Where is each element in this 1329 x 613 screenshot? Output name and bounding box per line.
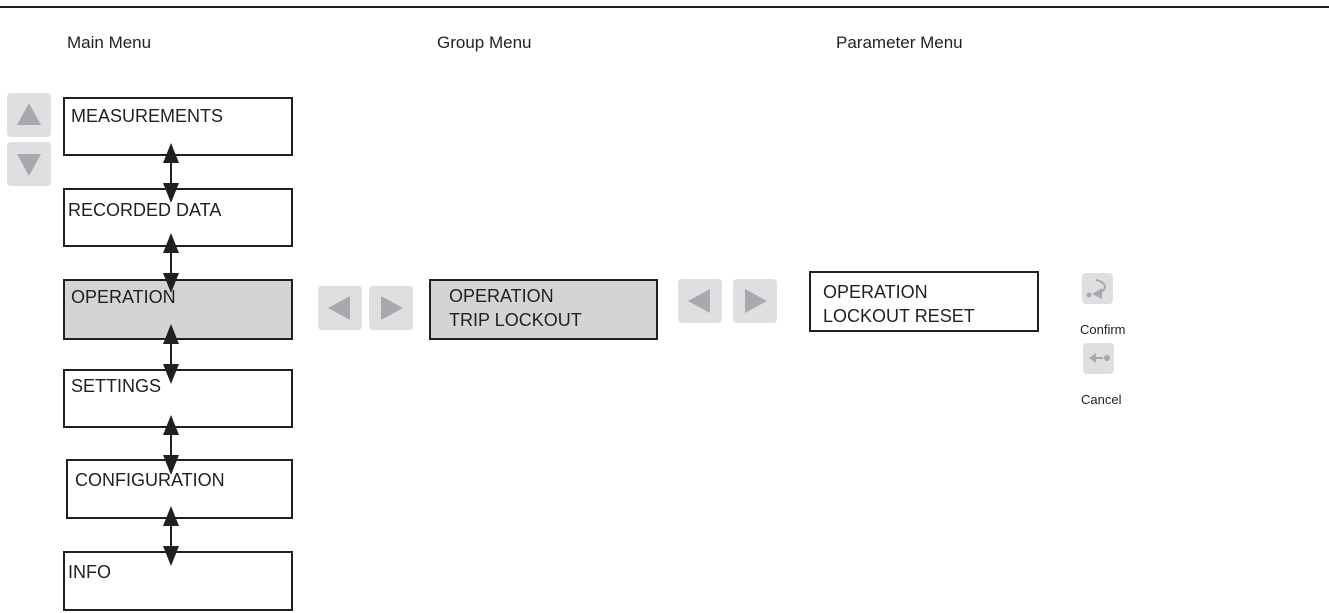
right-button[interactable] [369,286,413,330]
down-button[interactable] [7,142,51,186]
main-menu-item-measurements[interactable]: MEASUREMENTS [63,97,293,156]
menu-item-label: RECORDED DATA [68,200,222,220]
updown-connector-icon [161,143,181,203]
group-menu-line-2: TRIP LOCKOUT [449,310,582,330]
parameter-menu-heading: Parameter Menu [836,33,963,52]
cancel-label: Cancel [1081,392,1122,407]
group-menu-heading: Group Menu [437,33,532,52]
main-menu-item-recorded-data[interactable]: RECORDED DATA [63,188,293,247]
confirm-button[interactable] [1082,273,1113,304]
main-menu-heading: Main Menu [67,33,152,52]
up-button[interactable] [7,93,51,137]
updown-connector-icon [161,506,181,566]
menu-item-label: OPERATION [71,287,176,307]
main-menu-item-operation[interactable]: OPERATION [63,279,293,340]
updown-connector-icon [161,233,181,293]
menu-item-label: CONFIGURATION [75,470,225,490]
up-arrow-icon [17,103,41,125]
parameter-menu-line-1: OPERATION [823,282,928,302]
menu-item-label: MEASUREMENTS [71,106,224,126]
down-arrow-icon [17,154,41,176]
group-menu-item[interactable]: OPERATION TRIP LOCKOUT [429,279,658,340]
group-menu-label: OPERATION TRIP LOCKOUT [449,284,582,332]
group-menu-line-1: OPERATION [449,286,554,306]
updown-connector-icon [161,324,181,384]
parameter-menu-label: OPERATION LOCKOUT RESET [823,280,975,328]
parameter-menu-line-2: LOCKOUT RESET [823,306,975,326]
updown-connector-icon [161,415,181,475]
main-menu-item-info[interactable]: INFO [63,551,293,611]
left-arrow-icon [688,289,710,313]
right-arrow-icon [381,296,403,320]
left-arrow-icon [328,296,350,320]
menu-item-label: SETTINGS [71,376,162,396]
cancel-icon [1089,353,1110,363]
top-rule [0,6,1329,8]
confirm-icon [1086,279,1106,299]
confirm-label: Confirm [1080,322,1126,337]
left-button[interactable] [678,279,722,323]
cancel-button[interactable] [1083,343,1114,374]
right-arrow-icon [745,289,767,313]
main-menu-item-configuration[interactable]: CONFIGURATION [66,459,293,519]
menu-item-label: INFO [68,562,111,582]
right-button[interactable] [733,279,777,323]
main-menu-item-settings[interactable]: SETTINGS [63,369,293,428]
parameter-menu-item[interactable]: OPERATION LOCKOUT RESET [809,271,1039,332]
left-button[interactable] [318,286,362,330]
